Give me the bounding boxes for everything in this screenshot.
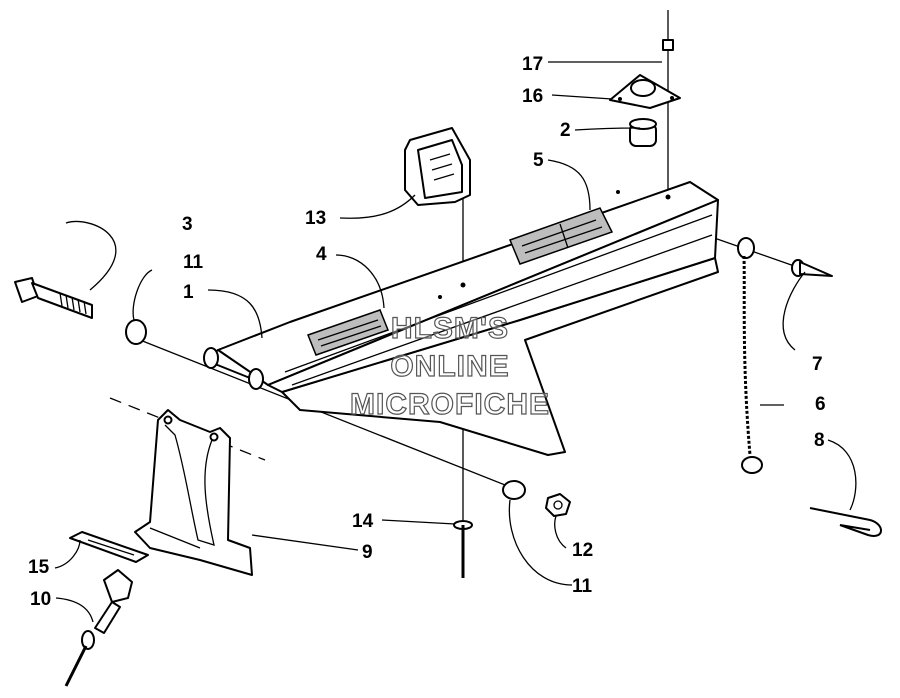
leader-lines bbox=[54, 61, 857, 623]
callout-16: 16 bbox=[522, 86, 543, 107]
callout-3: 3 bbox=[182, 214, 193, 235]
watermark: HLSM'S ONLINE MICROFICHE bbox=[349, 311, 550, 421]
washer-11-right bbox=[502, 480, 526, 500]
callout-11-left: 11 bbox=[183, 252, 204, 273]
callout-12: 12 bbox=[572, 540, 593, 561]
rivet-17 bbox=[662, 10, 674, 60]
mount-plate-ridge-2 bbox=[291, 234, 713, 386]
mount-plate bbox=[203, 181, 719, 456]
callout-1: 1 bbox=[183, 282, 194, 303]
rivet-10 bbox=[64, 569, 133, 687]
callout-6: 6 bbox=[815, 394, 826, 415]
hole bbox=[460, 282, 466, 288]
watermark-line-3: MICROFICHE bbox=[350, 388, 550, 421]
callout-15: 15 bbox=[28, 557, 50, 578]
callout-10: 10 bbox=[30, 589, 51, 610]
hole bbox=[438, 295, 442, 299]
mount-16 bbox=[609, 74, 681, 109]
decal-4 bbox=[307, 309, 389, 356]
watermark-line-2: ONLINE bbox=[390, 350, 509, 383]
callout-8: 8 bbox=[814, 430, 825, 451]
mount-plate-ridge bbox=[284, 214, 713, 373]
callout-14: 14 bbox=[352, 511, 374, 532]
callout-4: 4 bbox=[316, 244, 327, 265]
bolt-3 bbox=[14, 277, 93, 319]
watermark-line-1: HLSM'S bbox=[391, 312, 509, 345]
callout-5: 5 bbox=[533, 150, 544, 171]
bracket-9 bbox=[134, 409, 253, 576]
callout-13: 13 bbox=[305, 208, 326, 229]
nut-12-hole bbox=[553, 500, 563, 510]
callout-9: 9 bbox=[362, 542, 373, 563]
rivet-14 bbox=[453, 520, 473, 578]
callout-2: 2 bbox=[560, 120, 571, 141]
clip-13 bbox=[404, 127, 471, 206]
grommet-2 bbox=[629, 118, 657, 147]
pivot-tube bbox=[203, 347, 264, 390]
callout-7: 7 bbox=[812, 354, 823, 375]
callout-labels: 1 2 3 4 5 6 7 8 9 10 11 11 12 13 14 15 1… bbox=[28, 54, 826, 610]
callout-17: 17 bbox=[522, 54, 543, 75]
washer-11-left bbox=[125, 319, 147, 345]
callout-11-right: 11 bbox=[572, 576, 593, 597]
hole bbox=[616, 190, 620, 194]
decal-5 bbox=[509, 207, 614, 265]
axis-bolt bbox=[139, 339, 511, 488]
hairpin-clip-8 bbox=[809, 507, 882, 537]
pin-7 bbox=[791, 259, 833, 277]
tether-cable-6 bbox=[737, 237, 763, 474]
strip-15 bbox=[69, 531, 149, 563]
hole bbox=[665, 194, 671, 200]
